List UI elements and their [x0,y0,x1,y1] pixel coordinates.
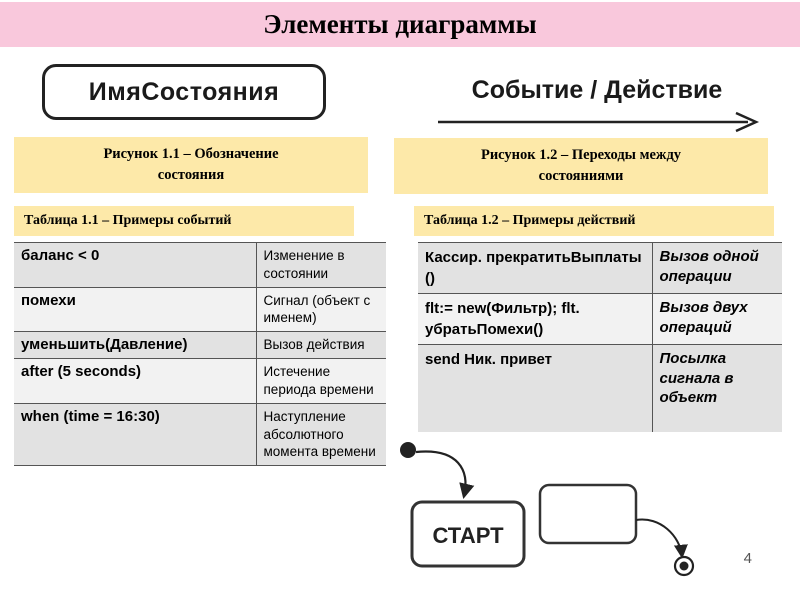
table-1-caption: Таблица 1.1 – Примеры событий [14,206,354,236]
action-description-cell: Вызов двух операций [659,299,748,336]
action-description-cell: Вызов одной операции [659,248,759,285]
table-row: after (5 seconds) Истечение периода врем… [14,358,386,404]
figure-1-caption-line1: Рисунок 1.1 – Обозначение [103,145,279,162]
event-description-cell: Наступление абсолютного момента времени [263,408,376,460]
events-table: баланс < 0 Изменение в состоянии помехи … [14,242,386,466]
table-row: баланс < 0 Изменение в состоянии [14,242,386,288]
event-description-cell: Изменение в состоянии [263,248,345,281]
transition-arrow-icon [438,111,760,133]
page-number: 4 [743,550,752,567]
transition-label: Событие / Действие [471,76,723,104]
event-cell: after (5 seconds) [14,358,257,404]
figure-1-caption-line2: состояния [157,167,225,183]
event-description-cell: Вызов действия [263,337,365,353]
action-cell: send Ник. привет [418,344,653,432]
figure-2-caption-line1: Рисунок 1.2 – Переходы между [480,146,682,163]
actions-table: Кассир. прекратитьВыплаты () Вызов одной… [418,242,782,432]
event-cell: помехи [14,287,257,332]
slide-title: Элементы диаграммы [0,2,800,47]
table-row: send Ник. привет Посылка сигнала в объек… [418,344,782,432]
action-cell: Кассир. прекратитьВыплаты () [418,242,653,294]
final-transition-arrow-icon [635,518,688,559]
event-cell: уменьшить(Давление) [14,331,257,359]
state-box: ИмяСостояния [42,64,326,120]
figure-2-caption-line2: состояниями [538,168,624,184]
figure-2-caption: Рисунок 1.2 – Переходы между состояниями [394,138,768,194]
action-cell: flt:= new(Фильтр); flt. убратьПомехи() [418,293,653,345]
event-cell: when (time = 16:30) [14,403,257,466]
table-row: помехи Сигнал (объект с именем) [14,287,386,332]
final-state-core-icon [679,561,689,571]
table-row: уменьшить(Давление) Вызов действия [14,331,386,359]
table-row: Кассир. прекратитьВыплаты () Вызов одной… [418,242,782,294]
state-box [538,483,638,545]
state-name-label: ИмяСостояния [88,77,280,106]
start-state-label: СТАРТ [432,523,504,548]
event-description-cell: Истечение периода времени [263,364,374,397]
state-diagram-fragment: СТАРТ [398,440,800,600]
event-cell: баланс < 0 [14,242,257,288]
table-row: when (time = 16:30) Наступление абсолютн… [14,403,386,466]
action-description-cell: Посылка сигнала в объект [659,350,734,406]
initial-state-icon [400,442,416,458]
start-state-box [410,500,526,568]
figure-1-caption: Рисунок 1.1 – Обозначение состояния [14,137,368,193]
table-2-caption: Таблица 1.2 – Примеры действий [414,206,774,236]
initial-transition-arrow-icon [415,450,475,500]
table-row: flt:= new(Фильтр); flt. убратьПомехи() В… [418,293,782,345]
event-description-cell: Сигнал (объект с именем) [263,292,371,326]
